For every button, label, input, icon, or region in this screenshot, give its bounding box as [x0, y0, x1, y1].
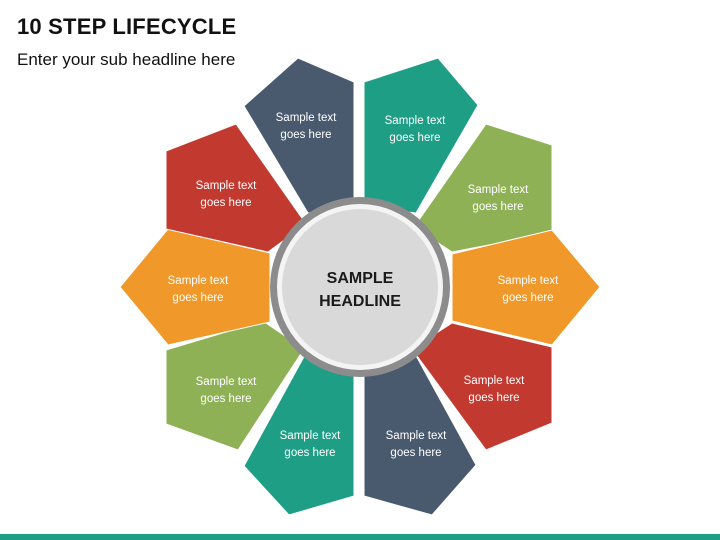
center-headline-line1: SAMPLE: [327, 270, 394, 287]
segment-7: Sample text goes here: [243, 352, 355, 516]
segment-5-text-line2: goes here: [468, 392, 519, 404]
segment-1: Sample text goes here: [243, 57, 355, 214]
segment-4-shape: [451, 229, 601, 346]
segment-7-text-line1: Sample text: [280, 430, 342, 442]
segment-1-text-line1: Sample text: [276, 112, 338, 124]
page-subtitle: Enter your sub headline here: [17, 50, 236, 69]
segment-9: Sample text goes here: [119, 228, 271, 346]
segment-8-text-line1: Sample text: [196, 376, 258, 388]
segment-4-text-line2: goes here: [502, 292, 553, 304]
segment-1-text-line2: goes here: [280, 129, 331, 141]
segment-3-text-line1: Sample text: [468, 184, 530, 196]
segment-2: Sample text goes here: [363, 57, 479, 214]
segment-8: Sample text goes here: [165, 320, 305, 451]
segment-10-text-line1: Sample text: [196, 180, 258, 192]
center-headline-line2: HEADLINE: [319, 293, 401, 310]
segment-9-text-line1: Sample text: [168, 275, 230, 287]
segment-7-text-line2: goes here: [284, 447, 335, 459]
segment-3-shape: [413, 123, 553, 253]
bottom-accent-bar: [0, 534, 720, 540]
segment-3-text-line2: goes here: [472, 201, 523, 213]
segment-1-shape: [243, 57, 355, 214]
segment-4-text-line1: Sample text: [498, 275, 560, 287]
segment-5-text-line1: Sample text: [464, 375, 526, 387]
segment-10: Sample text goes here: [165, 123, 307, 253]
segment-2-shape: [363, 57, 479, 214]
segment-2-text-line2: goes here: [389, 132, 440, 144]
segment-6-text-line2: goes here: [390, 447, 441, 459]
segment-5: Sample text goes here: [411, 322, 553, 451]
segment-4: Sample text goes here: [451, 229, 601, 346]
segment-6-text-line1: Sample text: [386, 430, 448, 442]
segment-9-text-line2: goes here: [172, 292, 223, 304]
hub-inner-disc: [282, 209, 438, 365]
segment-6: Sample text goes here: [363, 351, 477, 516]
segment-2-text-line1: Sample text: [385, 115, 447, 127]
page-title: 10 STEP LIFECYCLE: [17, 14, 237, 39]
segment-3: Sample text goes here: [413, 123, 553, 253]
center-hub: SAMPLE HEADLINE: [270, 197, 450, 377]
segment-10-text-line2: goes here: [200, 197, 251, 209]
segment-8-text-line2: goes here: [200, 393, 251, 405]
